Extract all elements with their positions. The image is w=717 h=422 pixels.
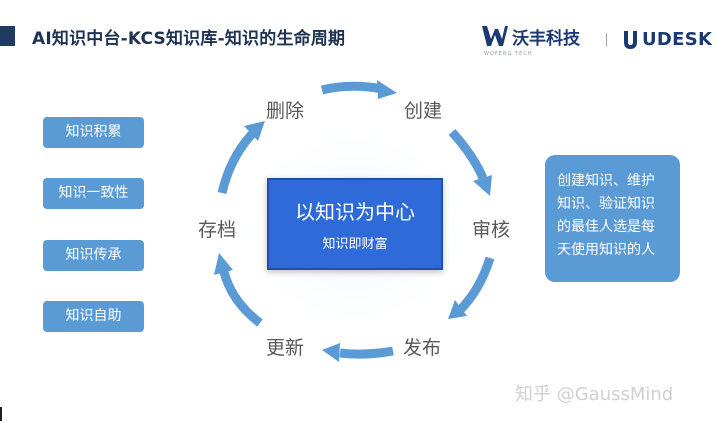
label-knowledge-inheritance: 知识传承 xyxy=(43,240,144,271)
stage-update: 更新 xyxy=(266,337,305,359)
right-note-line: 天使用知识的人 xyxy=(557,242,655,258)
right-note-line: 知识、验证知识 xyxy=(557,196,655,212)
wofeng-w-icon xyxy=(482,26,508,46)
stage-archive: 存档 xyxy=(198,219,237,241)
wofeng-logo-name: 沃丰科技 xyxy=(512,29,580,49)
right-note-line: 的最佳人选是每 xyxy=(557,219,655,235)
edge-mark xyxy=(0,407,2,421)
arrow-delete-to-create xyxy=(320,81,384,95)
page-title: AI知识中台-KCS知识库-知识的生命周期 xyxy=(32,29,346,49)
label-knowledge-selfservice: 知识自助 xyxy=(43,301,144,332)
center-title: 以知识为中心 xyxy=(295,200,415,224)
stage-review: 审核 xyxy=(472,219,511,241)
arrowhead-create xyxy=(377,80,397,99)
udesk-logo-name: UDESK xyxy=(642,29,713,50)
stage-publish: 发布 xyxy=(403,337,442,359)
right-note: 创建知识、维护 知识、验证知识 的最佳人选是每 天使用知识的人 xyxy=(545,155,680,282)
arrow-publish-to-update xyxy=(339,346,394,359)
title-marker xyxy=(0,26,15,46)
label-knowledge-consistency: 知识一致性 xyxy=(43,178,144,209)
udesk-u-icon xyxy=(624,31,637,49)
logo-divider xyxy=(606,33,607,46)
stage-delete: 删除 xyxy=(266,100,305,122)
watermark: 知乎 @GaussMind xyxy=(515,384,674,405)
center-subtitle: 知识即财富 xyxy=(322,237,388,252)
arrow-review-to-publish xyxy=(456,256,495,314)
arrow-create-to-review xyxy=(448,128,488,180)
arrowhead-archive xyxy=(214,253,233,275)
wofeng-logo-subtitle: WOFENG TECH xyxy=(484,51,533,57)
arrowhead-update xyxy=(322,343,340,362)
right-note-line: 创建知识、维护 xyxy=(557,173,655,189)
label-knowledge-accumulation: 知识积累 xyxy=(43,117,144,148)
stage-create: 创建 xyxy=(404,100,443,122)
arrow-update-to-archive xyxy=(219,270,263,327)
arrowhead-publish xyxy=(448,300,467,319)
center-box: 以知识为中心 知识即财富 xyxy=(267,178,443,270)
arrowhead-delete xyxy=(244,121,265,141)
arrowhead-review xyxy=(473,175,492,196)
arrow-archive-to-delete xyxy=(217,130,256,195)
